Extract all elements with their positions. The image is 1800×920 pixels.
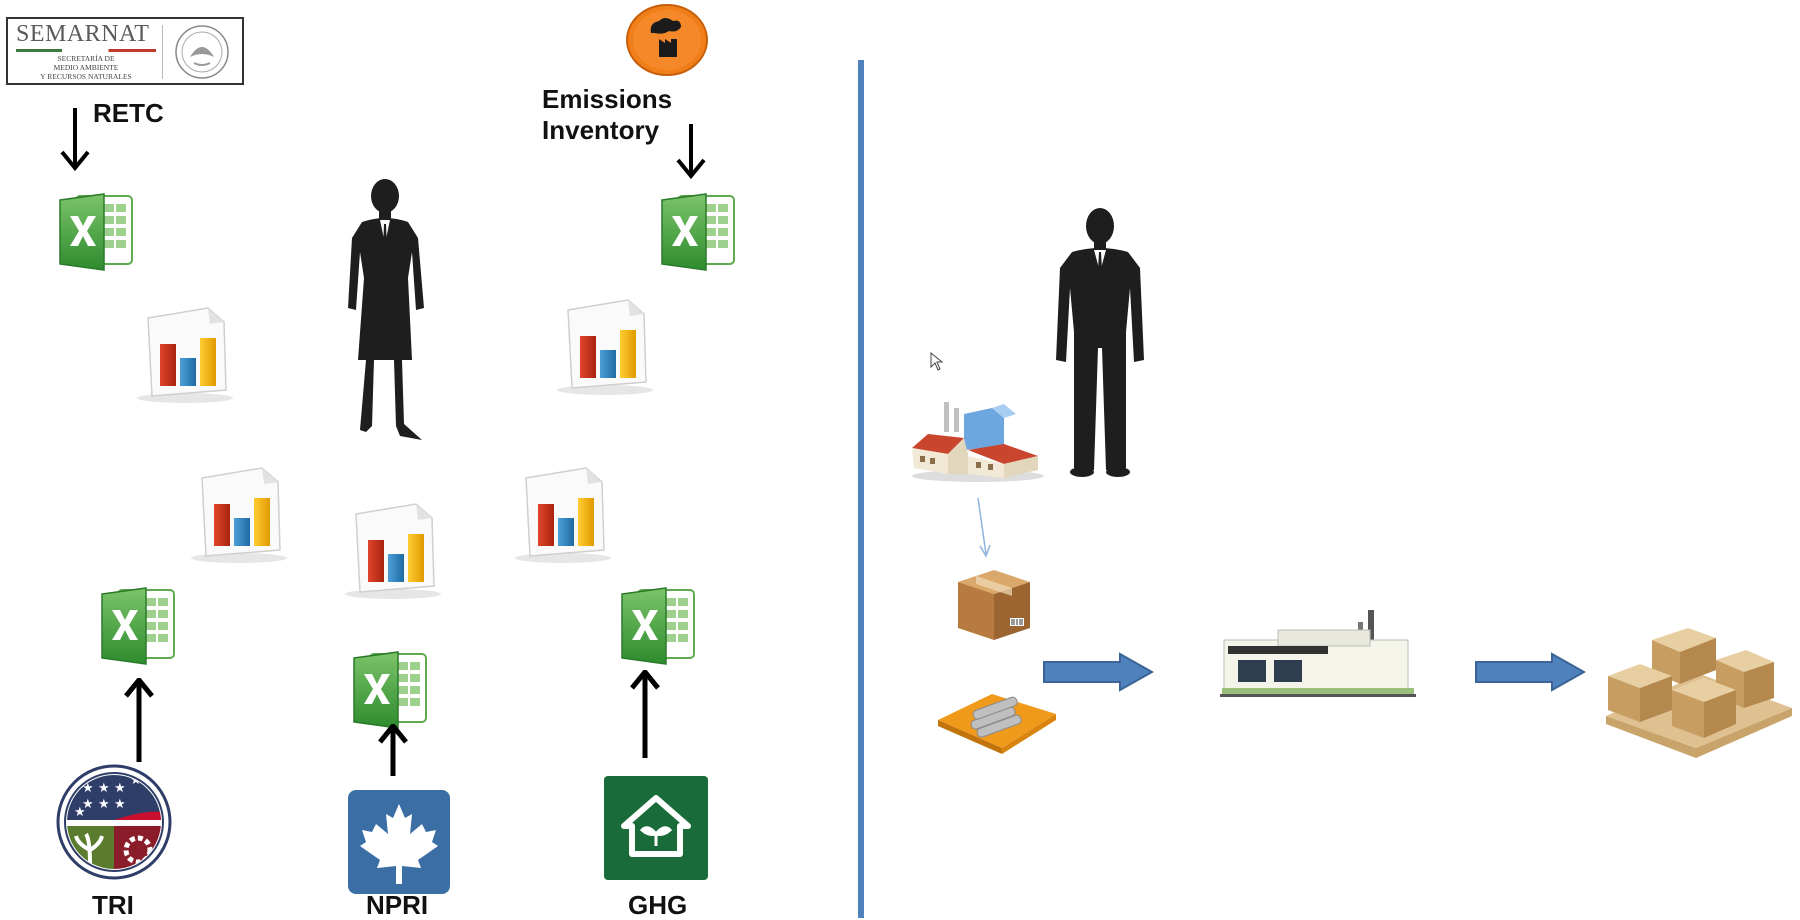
semarnat-subtitle-1: SECRETARÍA DE — [57, 54, 115, 63]
report-chart-icon — [550, 292, 660, 402]
semarnat-divider — [162, 25, 163, 79]
semarnat-subtitle-2: MEDIO AMBIENTE — [53, 63, 119, 72]
manufacturing-plant-icon — [1220, 610, 1416, 697]
factory-building-icon — [912, 402, 1044, 482]
semarnat-subtitle-3: Y RECURSOS NATURALES — [40, 72, 132, 81]
ghg-house-icon — [604, 776, 708, 880]
businessman-silhouette-icon — [1056, 208, 1144, 477]
pallet-boxes-icon — [1606, 628, 1792, 758]
retc-label: RETC — [93, 98, 164, 128]
npri-maple-leaf-icon — [348, 790, 450, 894]
report-chart-icon — [130, 300, 240, 410]
excel-spreadsheet-icon — [618, 584, 698, 668]
cardboard-box-icon — [958, 570, 1030, 640]
excel-spreadsheet-icon — [56, 190, 136, 274]
mexico-seal-icon — [175, 25, 229, 79]
tri-logo-icon: ★★★ ★★★ ★★ — [56, 764, 172, 880]
excel-spreadsheet-icon — [658, 190, 738, 274]
svg-text:★: ★ — [82, 781, 94, 796]
retc-down-arrow — [60, 108, 90, 172]
ghg-up-arrow — [630, 670, 660, 758]
svg-text:★: ★ — [114, 781, 126, 796]
thin-connector-arrow — [977, 498, 991, 558]
excel-spreadsheet-icon — [98, 584, 178, 668]
semarnat-logo: SEMARNAT SECRETARÍA DE MEDIO AMBIENTE Y … — [6, 17, 244, 85]
flow-arrow-right — [1475, 652, 1586, 692]
flow-arrow-right — [1043, 652, 1154, 692]
svg-text:★: ★ — [98, 797, 110, 812]
emissions-label-line1: Emissions — [542, 84, 673, 114]
excel-spreadsheet-icon — [350, 648, 430, 732]
raw-materials-icon — [938, 694, 1056, 754]
tri-label: TRI — [92, 890, 134, 920]
mouse-pointer-icon — [930, 352, 944, 371]
emissions-label-line2: Inventory — [542, 115, 660, 145]
svg-text:★: ★ — [82, 797, 94, 812]
report-chart-icon — [338, 496, 448, 606]
svg-text:★: ★ — [114, 797, 126, 812]
factory-icon — [626, 4, 708, 76]
svg-text:★: ★ — [98, 781, 110, 796]
emissions-down-arrow — [676, 124, 706, 180]
svg-text:★: ★ — [74, 805, 86, 820]
npri-up-arrow — [378, 724, 408, 776]
ghg-label: GHG — [628, 890, 688, 920]
report-chart-icon — [508, 460, 618, 570]
businesswoman-silhouette-icon — [348, 179, 424, 440]
svg-text:★: ★ — [130, 773, 142, 788]
semarnat-stripe — [16, 49, 156, 52]
tri-up-arrow — [124, 678, 154, 762]
npri-label: NPRI — [366, 890, 429, 920]
report-chart-icon — [184, 460, 294, 570]
panel-divider — [858, 60, 864, 918]
semarnat-name: SEMARNAT — [16, 21, 150, 47]
